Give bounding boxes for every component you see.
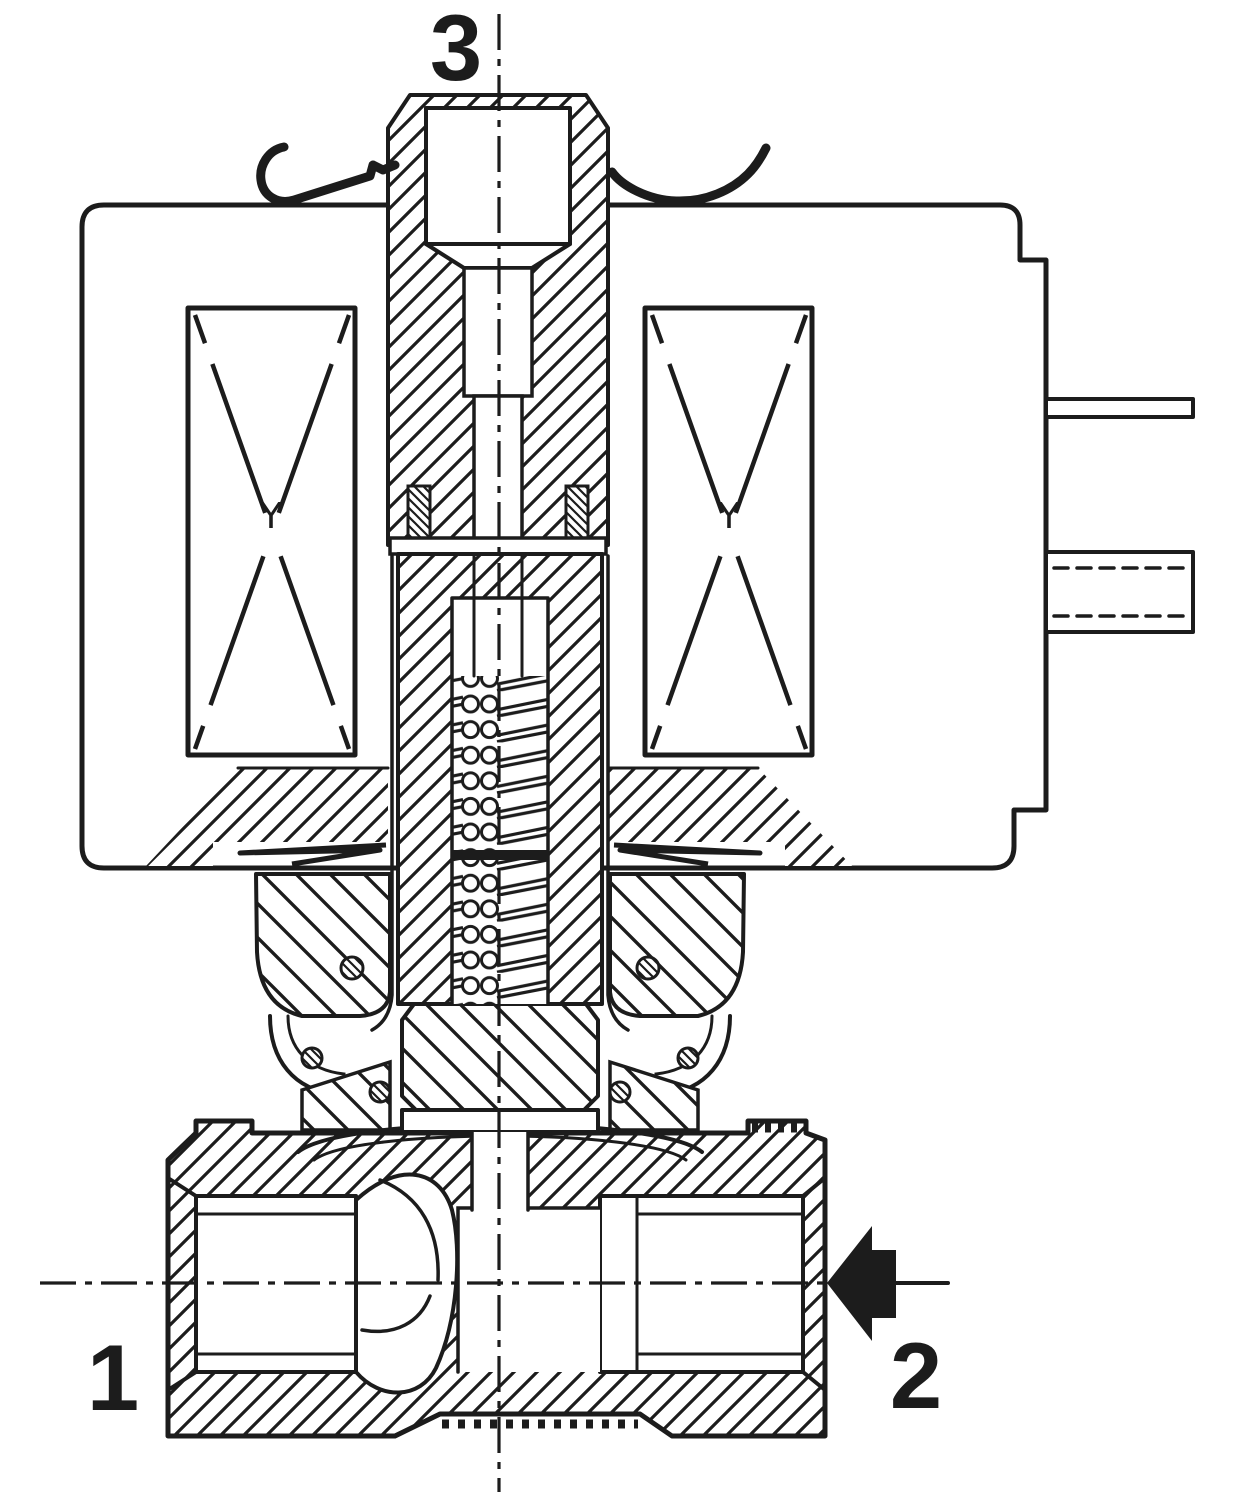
left-block-arrow-icon	[827, 1226, 896, 1341]
shading-ring-left	[406, 484, 432, 542]
coil-left: Y	[185, 305, 358, 758]
coil-left-winding-cross	[192, 314, 352, 750]
bonnet-assembly	[254, 872, 746, 1132]
clamp-wedge-right	[608, 1059, 700, 1132]
coil-right-winding-cross	[649, 314, 809, 750]
port-2-bore	[598, 1176, 827, 1392]
coil-left-winding-cross	[192, 314, 352, 750]
port-labels: 3 1 2	[87, 0, 942, 1430]
shading-ring-right	[564, 484, 590, 542]
o-ring	[339, 955, 365, 981]
flow-contour	[378, 1178, 440, 1282]
port-3-label: 3	[430, 0, 482, 100]
centerlines	[40, 14, 948, 1492]
o-ring	[608, 1080, 632, 1104]
coil-right-winding-cross	[649, 314, 809, 750]
leaf-spring-left	[237, 842, 387, 867]
port-1-label: 1	[87, 1325, 139, 1430]
flow-direction-arrow	[827, 1226, 950, 1341]
lead-wire-right	[607, 143, 771, 206]
o-ring	[368, 1080, 392, 1104]
yoke-right-plate	[608, 768, 852, 866]
guide-tube-wall-left	[370, 554, 394, 1032]
port-2-label: 2	[890, 1323, 942, 1428]
coil-right: Y	[642, 305, 815, 758]
leaf-spring-right	[613, 842, 763, 867]
o-ring	[635, 955, 661, 981]
flow-contour	[360, 1294, 432, 1334]
o-ring	[676, 1046, 700, 1070]
magnetic-yoke	[146, 766, 852, 867]
terminal-connector-hidden-edges	[1052, 566, 1188, 618]
coil-left-marker: Y	[259, 496, 283, 537]
port-3-bore	[424, 106, 572, 246]
guide-tube-wall-right	[606, 554, 630, 1032]
bonnet-left-block	[254, 872, 392, 1018]
coil-left-frame	[185, 305, 358, 758]
terminal-connector	[1044, 550, 1195, 634]
center-chamber	[458, 1208, 600, 1372]
o-ring	[300, 1046, 324, 1070]
coil-right-frame	[642, 305, 815, 758]
coil-right-marker: Y	[717, 496, 741, 537]
coil-lead-wires	[256, 142, 771, 206]
yoke-left-plate	[146, 768, 388, 866]
bonnet-right-block	[608, 872, 746, 1018]
lead-wire-left	[256, 142, 400, 206]
valve-body	[165, 1118, 828, 1439]
terminal-pin-flat	[1044, 397, 1195, 419]
